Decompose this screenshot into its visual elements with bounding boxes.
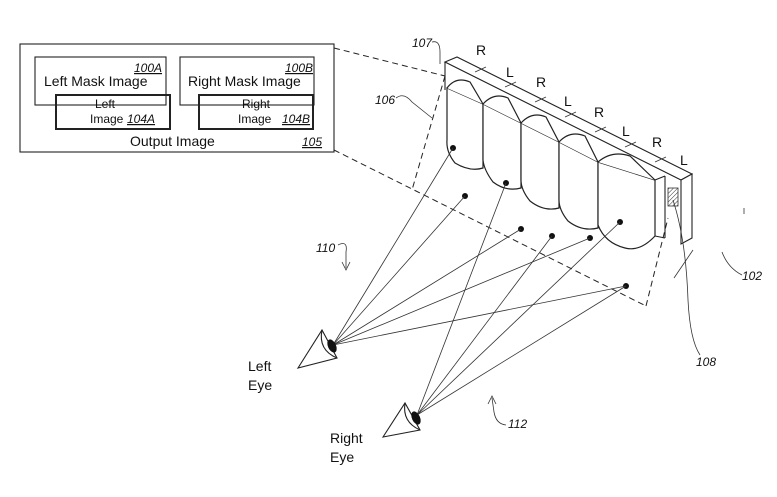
strip-label-5: R [594, 104, 604, 120]
lenticular-lens-1 [446, 87, 484, 170]
output-image-caption: Output Image [130, 133, 215, 149]
leader-106 [395, 95, 433, 119]
left-mask-ref: 100A [134, 61, 162, 75]
left-mask-label: Left Mask Image [44, 73, 148, 89]
leader-108 [672, 199, 701, 356]
right-image-ref: 104B [282, 112, 310, 126]
strip-label-2: L [506, 64, 514, 80]
ref-108: 108 [696, 355, 716, 369]
lenticular-lens-4 [558, 141, 599, 230]
right-mask-frame [179, 56, 315, 106]
left-mask-frame [34, 56, 167, 106]
right-eye-line1: Right [330, 430, 363, 446]
right-eye-icon [381, 401, 421, 438]
ref-106: 106 [375, 93, 395, 107]
strip-label-3: R [536, 74, 546, 90]
right-image-line2: Image [238, 112, 272, 126]
light-rays [332, 145, 629, 416]
strip-label-1: R [476, 42, 486, 58]
left-image-frame [55, 94, 171, 130]
strip-label-8: L [680, 152, 688, 168]
left-eye-line1: Left [248, 358, 271, 374]
output-image-block: Left Mask Image 100A Left Image 104A Rig… [19, 43, 335, 153]
leader-112 [491, 397, 507, 426]
strip-labels: R L R L R L R L [476, 42, 688, 168]
ref-110: 110 [316, 241, 335, 255]
ref-107: 107 [412, 36, 433, 50]
strip-label-4: L [564, 93, 572, 109]
right-eye-line2: Eye [330, 449, 354, 465]
ref-102: 102 [742, 269, 762, 283]
lenticular-lens-5 [597, 161, 656, 250]
pixel-region [667, 187, 679, 207]
right-mask-ref: 100B [285, 61, 313, 75]
leader-102 [721, 251, 743, 276]
output-image-ref: 105 [302, 135, 322, 149]
lenticular-lens-2 [482, 103, 522, 190]
leader-110 [337, 243, 347, 268]
ref-112: 112 [508, 417, 527, 431]
strip-label-6: L [622, 123, 630, 139]
left-image-line1: Left [95, 97, 116, 111]
right-image-frame [198, 94, 314, 130]
display-assembly [443, 56, 694, 250]
lenticular-lens-3 [520, 122, 560, 210]
left-eye-icon [296, 328, 338, 369]
left-eye-line2: Eye [248, 377, 272, 393]
left-image-line2: Image [90, 112, 124, 126]
output-image-frame [19, 43, 335, 153]
left-image-ref: 104A [127, 112, 155, 126]
strip-label-7: R [652, 134, 662, 150]
projection-lines [333, 47, 669, 307]
leader-107 [431, 41, 441, 64]
right-mask-label: Right Mask Image [188, 73, 301, 89]
sheet-end [680, 173, 693, 245]
reference-numerals: 107 106 110 112 102 108 [316, 36, 762, 431]
right-image-line1: Right [242, 97, 271, 111]
